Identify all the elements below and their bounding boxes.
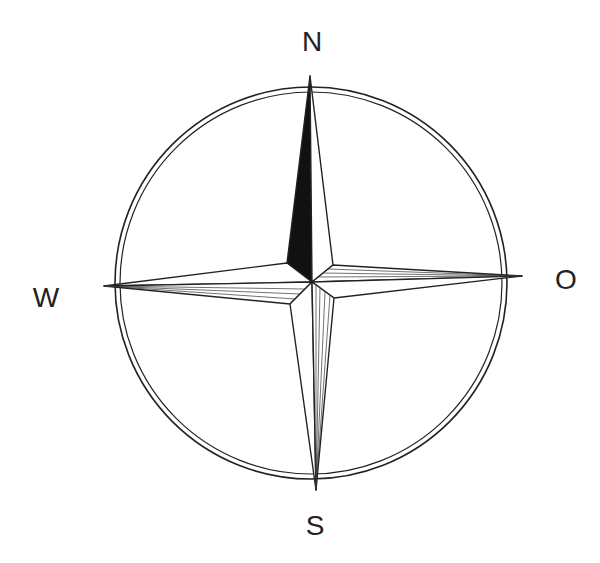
compass-direction-label: O [555, 266, 577, 294]
south-point-hatched [312, 282, 334, 490]
compass-direction-label: S [306, 512, 325, 540]
hatching [104, 269, 522, 490]
north-point-light [310, 76, 333, 282]
compass-direction-label: N [302, 28, 322, 56]
compass-direction-label: W [33, 284, 59, 312]
east-point-light [312, 276, 522, 298]
north-point-dark [287, 76, 312, 282]
west-point-hatched [104, 282, 312, 304]
star-points [104, 76, 522, 490]
